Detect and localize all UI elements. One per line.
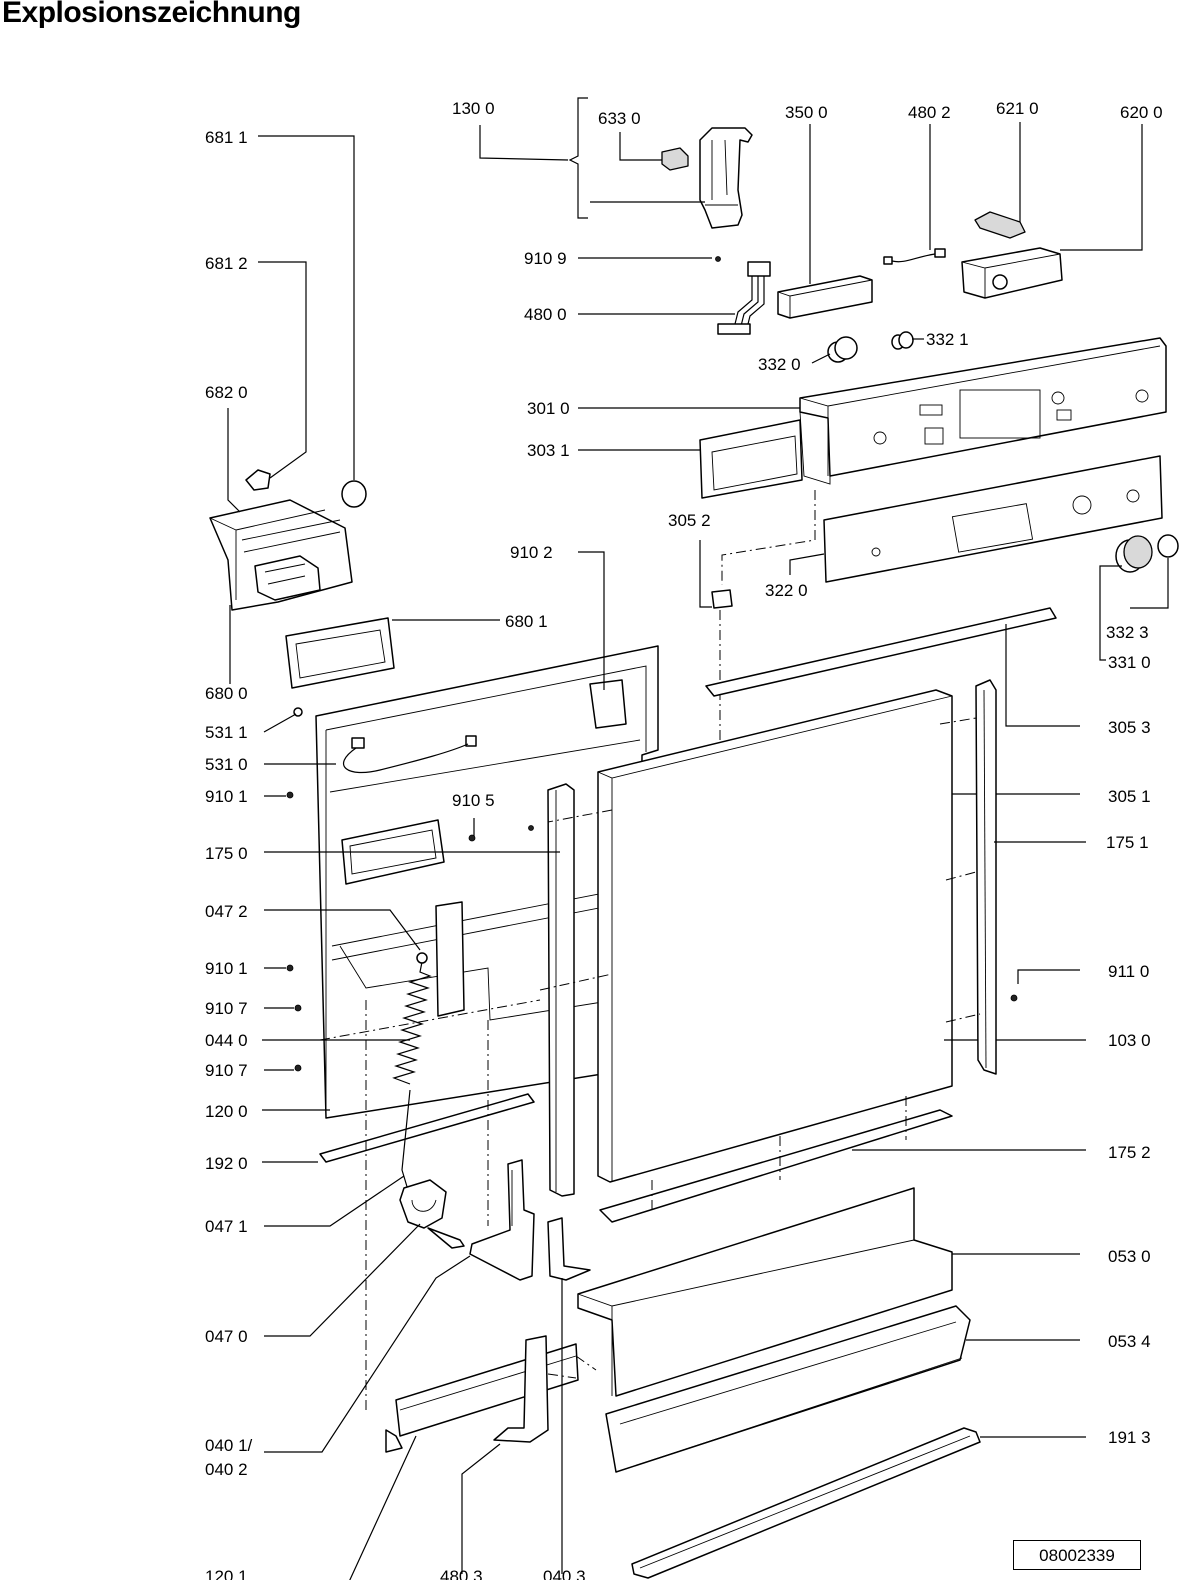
label-6800: 680 0 [205, 684, 248, 703]
alignment-lines [319, 717, 981, 1410]
part-1751-side-strip [975, 679, 1086, 1075]
left-leaders [263, 713, 475, 1071]
label-1300: 130 0 [452, 99, 495, 118]
part-0530-plinth [577, 1187, 1080, 1397]
part-hinge-bracket [264, 1159, 591, 1453]
label-6812: 681 2 [205, 254, 248, 273]
label-5311: 531 1 [205, 723, 248, 742]
label-3310: 331 0 [1108, 653, 1151, 672]
label-0470: 047 0 [205, 1327, 248, 1346]
label-9102: 910 2 [510, 543, 553, 562]
label-0530: 053 0 [1108, 1247, 1151, 1266]
part-3010-control-panel [578, 337, 1167, 485]
label-1200: 120 0 [205, 1102, 248, 1121]
label-3500: 350 0 [785, 103, 828, 122]
part-3053-top-strip [705, 607, 1080, 727]
label-3321: 332 1 [926, 330, 969, 349]
part-6200-control-unit [961, 124, 1143, 299]
page-title: Explosionszeichnung [2, 0, 301, 29]
part-6210-board [974, 122, 1026, 239]
label-0440: 044 0 [205, 1031, 248, 1050]
part-screws [286, 791, 1018, 1072]
label-3320: 332 0 [758, 355, 801, 374]
label-1201: 120 1 [205, 1567, 248, 1580]
label-3052: 305 2 [668, 511, 711, 530]
part-3031-handle-inner [578, 419, 803, 499]
part-3220-fascia [721, 455, 1163, 585]
label-3031: 303 1 [527, 441, 570, 460]
part-1920-rail [262, 1093, 535, 1163]
label-3051: 305 1 [1108, 787, 1151, 806]
document-number-box: 08002339 [1013, 1540, 1141, 1570]
label-9107b: 910 7 [205, 1061, 248, 1080]
label-6801: 680 1 [505, 612, 548, 631]
label-1750: 175 0 [205, 844, 248, 863]
label-3323: 332 3 [1106, 623, 1149, 642]
label-9109: 910 9 [524, 249, 567, 268]
label-3010: 301 0 [527, 399, 570, 418]
label-1920: 192 0 [205, 1154, 248, 1173]
part-4802-cable [883, 124, 946, 265]
label-1751: 175 1 [1106, 833, 1149, 852]
label-4802: 480 2 [908, 103, 951, 122]
part-4803-bracket [461, 1335, 549, 1574]
part-6811-cap [258, 135, 367, 508]
label-6811: 681 1 [205, 128, 248, 147]
part-1913-bottom-rail [631, 1427, 1086, 1579]
label-1030: 103 0 [1108, 1031, 1151, 1050]
label-4800: 480 0 [524, 305, 567, 324]
part-0471-hook [264, 1175, 465, 1337]
part-6820-dispenser [209, 408, 353, 611]
label-0403: 040 3 [543, 1567, 586, 1580]
label-5310: 531 0 [205, 755, 248, 774]
part-6801-gasket [285, 617, 500, 689]
label-6820: 682 0 [205, 383, 248, 402]
part-0534-plinth-cover [605, 1305, 1080, 1473]
label-3053: 305 3 [1108, 718, 1151, 737]
document-number: 08002339 [1039, 1546, 1115, 1565]
label-1913: 191 3 [1108, 1428, 1151, 1447]
part-3500-module [777, 124, 873, 319]
label-9105: 910 5 [452, 791, 495, 810]
part-9102-bracket [578, 551, 627, 729]
part-0440-spring [262, 909, 432, 1191]
part-1030-outer-door [597, 689, 1086, 1183]
label-9101a: 910 1 [205, 787, 248, 806]
label-6330: 633 0 [598, 109, 641, 128]
label-0471: 047 1 [205, 1217, 248, 1236]
leader-9110 [1017, 969, 1080, 984]
part-1300-hinge-group [479, 97, 753, 229]
label-3220: 322 0 [765, 581, 808, 600]
label-6210: 621 0 [996, 99, 1039, 118]
label-9107a: 910 7 [205, 999, 248, 1018]
label-9110: 911 0 [1108, 962, 1149, 981]
part-3310-knob [1099, 534, 1179, 661]
label-0402: 040 2 [205, 1460, 248, 1479]
label-4803: 480 3 [440, 1567, 483, 1580]
part-labels: 130 0 633 0 350 0 480 2 621 0 620 0 681 … [205, 99, 1163, 1580]
part-6812-cover [245, 261, 307, 491]
part-1750-strip [264, 783, 575, 1197]
part-4800-wire-harness [578, 256, 771, 335]
label-6200: 620 0 [1120, 103, 1163, 122]
label-9101b: 910 1 [205, 959, 248, 978]
label-1752: 175 2 [1108, 1143, 1151, 1162]
part-332-knobs [811, 331, 924, 364]
label-0401: 040 1/ [205, 1436, 253, 1455]
part-1752-bottom-strip [599, 1109, 1086, 1223]
label-0534: 053 4 [1108, 1332, 1151, 1351]
label-0472: 047 2 [205, 902, 248, 921]
